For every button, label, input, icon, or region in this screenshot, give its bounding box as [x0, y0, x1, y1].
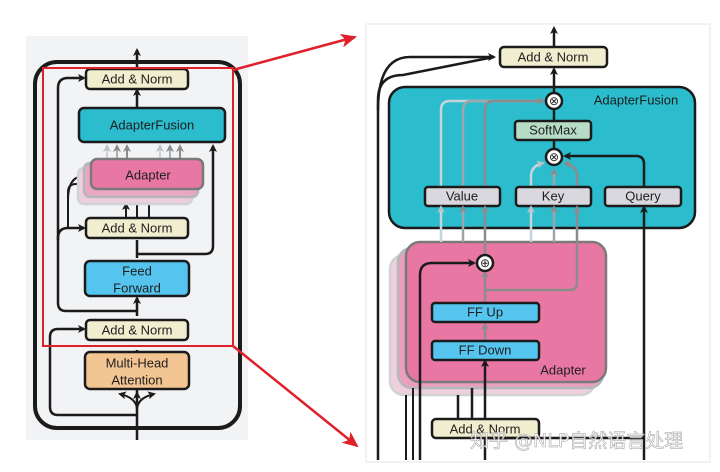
- value-path-2: [461, 99, 543, 186]
- multiply-bottom-symbol: ⊗: [549, 150, 559, 164]
- multiply-bottom-operator: ⊗: [544, 147, 564, 167]
- left-top-add-norm-label: Add & Norm: [102, 72, 173, 87]
- left-bottom-add-norm-label: Add & Norm: [102, 323, 173, 338]
- left-ff-label-1: Feed: [122, 264, 152, 279]
- right-adapter-label: Adapter: [540, 363, 586, 378]
- right-query-box[interactable]: Query: [603, 185, 683, 208]
- left-bottom-add-norm[interactable]: Add & Norm: [84, 318, 190, 342]
- left-mid-add-norm[interactable]: Add & Norm: [84, 216, 190, 240]
- multiply-top-symbol: ⊗: [549, 94, 559, 108]
- residual-mha: [48, 325, 137, 417]
- add-symbol: ⊕: [480, 256, 490, 270]
- right-softmax[interactable]: SoftMax: [513, 119, 593, 142]
- right-value-box[interactable]: Value: [423, 185, 502, 208]
- left-mha-label-1: Multi-Head: [106, 356, 169, 371]
- value-path-3: [483, 97, 545, 186]
- residual-top: [56, 74, 86, 240]
- adapter-to-key-3: [485, 205, 581, 292]
- right-adapter-fusion-label: AdapterFusion: [594, 93, 679, 108]
- add-operator: ⊕: [475, 253, 495, 273]
- left-feed-forward[interactable]: Feed Forward: [83, 259, 191, 298]
- left-adapter-fusion-label: AdapterFusion: [110, 118, 195, 133]
- right-top-add-norm[interactable]: Add & Norm: [498, 45, 609, 69]
- key-path-3: [563, 160, 579, 186]
- right-softmax-label: SoftMax: [529, 123, 577, 138]
- zoom-connector-bottom: [232, 345, 359, 448]
- right-query-label: Query: [625, 189, 661, 204]
- left-adapter-stack[interactable]: Adapter: [76, 157, 205, 206]
- right-ff-down[interactable]: FF Down: [430, 339, 541, 362]
- left-adapter-fusion[interactable]: AdapterFusion: [77, 106, 227, 144]
- residual-ff: [56, 224, 137, 313]
- right-bottom-add-norm[interactable]: Add & Norm: [430, 417, 541, 440]
- mha-input-arrow-right: [136, 391, 156, 411]
- zoom-connector-top: [232, 33, 357, 72]
- right-ff-up[interactable]: FF Up: [430, 301, 541, 324]
- query-bypass: [137, 144, 217, 256]
- left-mha-label-2: Attention: [111, 373, 162, 388]
- multiply-top-operator: ⊗: [544, 91, 564, 111]
- right-top-add-norm-label: Add & Norm: [518, 50, 589, 65]
- zoom-highlight-box: [42, 67, 234, 347]
- left-multi-head-attention[interactable]: Multi-Head Attention: [83, 350, 191, 391]
- right-key-label: Key: [542, 189, 565, 204]
- right-bottom-add-norm-label: Add & Norm: [450, 422, 521, 437]
- adapter-front: [89, 157, 205, 191]
- right-value-label: Value: [446, 189, 478, 204]
- watermark-text: 知乎 @NLP自然语言处理: [470, 430, 683, 452]
- query-path: [563, 152, 646, 186]
- right-panel: AdapterFusion ⊗ SoftMax ⊗: [365, 23, 711, 463]
- left-panel: Add & Norm AdapterFusion Adapter Add & N…: [26, 36, 248, 440]
- right-ff-down-label: FF Down: [459, 343, 512, 358]
- residual-to-top-addnorm: [376, 53, 496, 111]
- left-ff-label-2: Forward: [113, 281, 161, 296]
- right-ff-up-label: FF Up: [467, 305, 503, 320]
- key-path-1: [529, 160, 545, 186]
- left-mid-add-norm-label: Add & Norm: [102, 221, 173, 236]
- left-adapter-label: Adapter: [125, 168, 171, 183]
- right-key-box[interactable]: Key: [514, 185, 593, 208]
- left-top-add-norm[interactable]: Add & Norm: [84, 67, 190, 91]
- adapter-residual-arrow: [418, 259, 476, 460]
- value-path-1: [439, 99, 543, 186]
